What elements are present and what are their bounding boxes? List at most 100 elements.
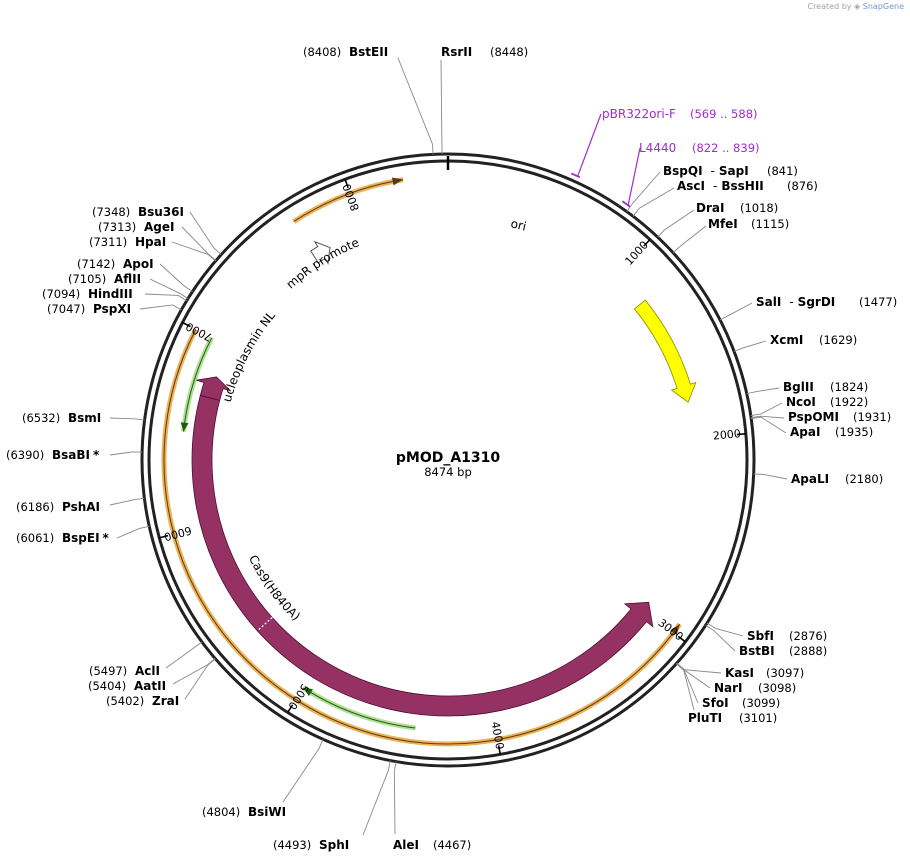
orf-arrowhead-0: [391, 177, 404, 186]
leader-mfei: [672, 225, 707, 254]
enzyme-bsteii: (8408) BstEII: [303, 45, 388, 59]
primer-pbr322ori-f-range: (569 .. 588): [690, 107, 758, 121]
enzyme-nari-pos: (3098): [758, 681, 796, 695]
leader-alei: [393, 761, 397, 835]
enzyme-sfoi-name: SfoI: [702, 696, 729, 710]
leader-hpai: [171, 241, 216, 262]
primer-pbr322ori-f-name: pBR322ori-F: [602, 107, 676, 121]
enzyme-sphi: (4493) SphI: [273, 838, 349, 852]
enzyme-sali-sgrdi: SalI-SgrDI (1477): [756, 295, 897, 309]
enzyme-drai-pos: (1018): [740, 201, 778, 215]
enzyme-hpai-pos: (7311): [89, 235, 127, 249]
enzyme-zrai-name: ZraI: [152, 694, 179, 708]
enzyme-bsteii-pos: (8408): [303, 45, 341, 59]
primer-l4440-range: (822 .. 839): [692, 141, 760, 155]
enzyme-alei-name: AleI: [393, 838, 419, 852]
leader-drai: [657, 209, 695, 238]
enzyme-hindiii-name: HindIII: [88, 287, 133, 301]
enzyme-bspqi-sapi: BspQI-SapI (841): [663, 164, 798, 178]
enzyme-asci-bsshii-names: AscI-BssHII: [677, 179, 764, 193]
enzyme-separator: -: [711, 164, 715, 178]
enzyme-agei-pos: (7313): [98, 220, 136, 234]
enzyme-sapi-name: SapI: [719, 164, 749, 178]
enzyme-pspxi-pos: (7047): [47, 302, 85, 316]
enzyme-ncoi: NcoI (1922): [786, 395, 868, 409]
cas9-segment-divider: [256, 617, 273, 632]
primer-l4440-name: L4440: [639, 141, 676, 155]
snapgene-logo-icon: ◈: [854, 2, 861, 11]
ori-arrow-shape: [633, 299, 697, 403]
enzyme-bstbi-pos: (2888): [789, 644, 827, 658]
enzyme-bsabi: (6390) BsaBI*: [6, 448, 100, 462]
enzyme-bspei-star: *: [103, 531, 110, 545]
enzyme-acli-name: AclI: [135, 664, 160, 678]
tick-mark-1: [736, 432, 746, 436]
ampr-promoter-label: AmpR promoter: [0, 0, 361, 292]
tick-mark-6: [182, 321, 191, 328]
enzyme-mfei: MfeI (1115): [708, 217, 789, 231]
green-orf-arrowhead-0: [303, 687, 313, 697]
ampr-promoter-label-path: AmpR promoter: [0, 0, 361, 292]
enzyme-pspxi-name: PspXI: [93, 302, 131, 316]
leader-apali: [753, 473, 788, 480]
green-orf-arrowhead-1: [180, 422, 189, 432]
enzyme-pshai-name: PshAI: [62, 500, 100, 514]
green-orf-line-0: [303, 687, 416, 729]
enzyme-separator: -: [713, 179, 717, 193]
tick-mark-3: [497, 745, 502, 755]
enzyme-bglii-name: BglII: [783, 380, 814, 394]
leader-sbfi: [706, 622, 744, 637]
leader-bsabi: [109, 451, 143, 456]
orf-halo-1: [161, 328, 682, 747]
enzyme-pluti-pos: (3101): [739, 711, 777, 725]
leader-bsmi: [109, 417, 145, 421]
enzyme-sbfi-name: SbfI: [747, 629, 774, 643]
orf-arrowhead-1: [670, 624, 680, 636]
ori-feature-label: ori: [509, 216, 528, 233]
enzyme-bspei-names: BspEI*: [62, 531, 110, 545]
enzyme-kasi: KasI (3097): [725, 666, 804, 680]
tick-mark-7: [344, 179, 349, 189]
enzyme-drai: DraI (1018): [696, 201, 778, 215]
tick-label-1: 2000: [712, 427, 741, 442]
enzyme-apali-pos: (2180): [845, 472, 883, 486]
credit-brand: SnapGene: [862, 2, 904, 11]
ampr-promoter-arrow-shape: [310, 240, 331, 265]
primer-pbr322ori-f: pBR322ori-F (569 .. 588): [602, 107, 758, 121]
enzyme-bsabi-names: BsaBI*: [52, 448, 100, 462]
credit-prefix: Created by: [807, 2, 852, 11]
enzyme-zrai: (5402) ZraI: [106, 694, 179, 708]
enzyme-hpai: (7311) HpaI: [89, 235, 166, 249]
enzyme-bspei: (6061) BspEI*: [16, 531, 110, 545]
leader-apoi: [159, 263, 193, 292]
leader-bstbi: [705, 624, 736, 652]
enzyme-bspqi-name: BspQI: [663, 164, 703, 178]
enzyme-sphi-name: SphI: [319, 838, 349, 852]
leader-aatii: [172, 658, 216, 685]
leader-pspxi: [139, 304, 182, 311]
enzyme-acli-pos: (5497): [89, 664, 127, 678]
enzyme-bsmi: (6532) BsmI: [22, 411, 101, 425]
enzyme-sfoi-pos: (3099): [742, 696, 780, 710]
enzyme-sgrdi-name: SgrDI: [798, 295, 836, 309]
enzyme-agei: (7313) AgeI: [98, 220, 174, 234]
enzyme-bspqi-pos: (841): [767, 164, 798, 178]
nls-label: nucleoplasmin NLS: [0, 0, 278, 404]
leader-bsteii: [397, 57, 434, 155]
enzyme-bglii: BglII (1824): [783, 380, 868, 394]
leader-sali: [719, 302, 753, 321]
enzyme-pluti-name: PluTI: [688, 711, 722, 725]
leader-sfoi: [676, 663, 699, 704]
enzyme-bspei-pos: (6061): [16, 531, 54, 545]
tick-mark-4: [287, 704, 294, 713]
enzyme-asci-bsshii: AscI-BssHII (876): [677, 179, 818, 193]
enzyme-alei-pos: (4467): [433, 838, 471, 852]
leader-bglii: [746, 387, 780, 395]
enzyme-rsrii-pos: (8448): [490, 45, 528, 59]
leader-xcmi: [733, 340, 767, 352]
enzyme-kasi-pos: (3097): [766, 666, 804, 680]
leader-pspomi: [750, 415, 785, 419]
feature-layer: [191, 240, 697, 717]
ori-label: ori: [509, 216, 528, 233]
